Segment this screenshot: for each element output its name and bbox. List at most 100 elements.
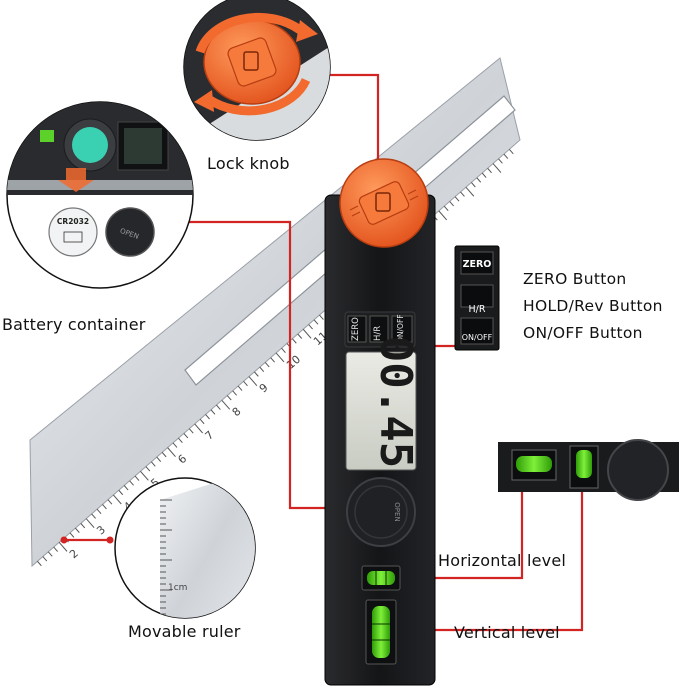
ruler-tick — [210, 409, 216, 415]
ruler-tick — [96, 508, 102, 515]
device-hr-label: H/R — [373, 326, 383, 341]
ruler-tick — [281, 347, 286, 354]
movable-ruler-callout: Movable ruler — [128, 622, 241, 641]
ruler-tick — [248, 376, 258, 386]
inset-onoff-label: ON/OFF — [462, 333, 493, 342]
ruler-tick — [481, 172, 487, 178]
ruler-tick — [53, 546, 59, 552]
ruler-tick-label: 10 — [284, 353, 303, 372]
ruler-tick — [498, 158, 503, 164]
inset-onoff-button — [460, 317, 494, 345]
inset-zero-button — [460, 251, 494, 275]
device-zero-button[interactable] — [347, 315, 367, 343]
ruler-tick — [161, 452, 167, 458]
ruler-tick — [85, 518, 95, 529]
ruler-tick — [107, 499, 113, 505]
ruler-tick — [58, 541, 68, 552]
ruler-tick — [75, 527, 80, 533]
ruler-tick — [319, 314, 324, 320]
ruler-tick — [194, 423, 203, 434]
ruler-tick — [37, 560, 42, 567]
device-onoff-button[interactable] — [391, 315, 413, 343]
ruler-tick-label: 9 — [257, 381, 271, 395]
ruler-tick-label: 6 — [176, 452, 190, 466]
vertical-level-vial — [372, 606, 390, 658]
ruler-tick — [91, 513, 96, 519]
ruler-tick-label: 3 — [94, 523, 108, 537]
device-onoff-label: ON/OFF — [396, 314, 405, 343]
level-inset — [498, 439, 679, 501]
ruler-tick — [237, 385, 243, 391]
zero-button-legend: ZERO Button — [523, 270, 627, 288]
ruler-tick — [243, 381, 248, 387]
lock-icon — [375, 192, 391, 212]
lock-knob-inset — [183, 0, 331, 141]
ruler-tick — [226, 395, 232, 401]
ruler-tick — [454, 196, 460, 202]
ruler-tick — [232, 390, 238, 396]
ruler-tick — [503, 153, 509, 159]
horizontal-level-callout: Horizontal level — [438, 551, 567, 570]
ruler-tick — [69, 532, 75, 538]
ruler-tick-label: 8 — [230, 405, 244, 419]
ruler-tick — [443, 205, 449, 211]
ruler-tick — [167, 447, 176, 457]
ruler-tick — [140, 470, 149, 481]
battery-inset: CR2032 OPEN — [6, 101, 194, 289]
ruler-tick — [465, 186, 475, 197]
ruler-tick — [80, 523, 86, 529]
ruler-tick — [150, 461, 156, 467]
ruler-tick — [264, 362, 270, 368]
ruler-tick — [156, 456, 162, 462]
inset-vertical-vial — [576, 450, 592, 478]
battery-model-label: CR2032 — [57, 217, 89, 226]
ruler-tick — [102, 504, 107, 510]
lock-knob[interactable] — [339, 158, 429, 248]
ruler-tick — [188, 428, 194, 434]
movable-ruler-inset: 1cm — [114, 477, 256, 619]
lcd-angle-readout: 00.45 — [370, 336, 421, 468]
ruler-tick-label: 7 — [203, 428, 217, 442]
ruler-tick — [112, 494, 122, 505]
ruler-tick — [270, 357, 275, 363]
onoff-button-legend: ON/OFF Button — [523, 324, 643, 342]
ruler-tick-label: 2 — [67, 547, 81, 561]
battery-cover-label: OPEN — [393, 502, 401, 521]
inset-zero-label: ZERO — [463, 259, 492, 270]
inset-battery-cover — [607, 439, 669, 501]
device-hr-button[interactable] — [369, 315, 389, 343]
ruler-tick — [216, 404, 221, 410]
ruler-tick — [275, 352, 285, 363]
protractor-body: ZERO H/R ON/OFF 00.45 OPEN — [324, 194, 436, 686]
inset-unit-label: 1cm — [168, 583, 187, 593]
ruler-tick — [199, 418, 205, 425]
inset-hr-button — [460, 284, 494, 308]
ruler-tick — [460, 191, 465, 197]
battery-cover[interactable] — [346, 477, 416, 547]
ruler-tick — [259, 366, 265, 372]
device-zero-label: ZERO — [351, 317, 361, 341]
ruler-tick — [476, 177, 482, 183]
ruler-tick — [302, 328, 312, 339]
ruler-tick — [42, 556, 48, 562]
button-legend-inset: ZERO H/R ON/OFF — [454, 245, 500, 351]
ruler-tick — [129, 480, 134, 486]
ruler-tick — [183, 433, 189, 439]
ruler-tick — [178, 437, 183, 444]
ruler-tick — [449, 201, 454, 207]
ruler-tick — [313, 319, 319, 325]
ruler-tick — [291, 338, 297, 344]
ruler-tick — [134, 475, 140, 481]
lcd-display — [345, 351, 417, 471]
horizontal-level-vial — [367, 571, 395, 585]
ruler-tick — [492, 163, 502, 173]
ruler-tick — [308, 324, 313, 330]
ruler-tick — [221, 399, 231, 410]
ruler-tick — [438, 210, 448, 221]
ruler-tick — [487, 167, 492, 174]
ruler-tick — [508, 148, 514, 155]
ruler-tick — [123, 485, 129, 491]
ruler-tick — [254, 371, 259, 377]
hold-rev-button-legend: HOLD/Rev Button — [523, 297, 663, 315]
